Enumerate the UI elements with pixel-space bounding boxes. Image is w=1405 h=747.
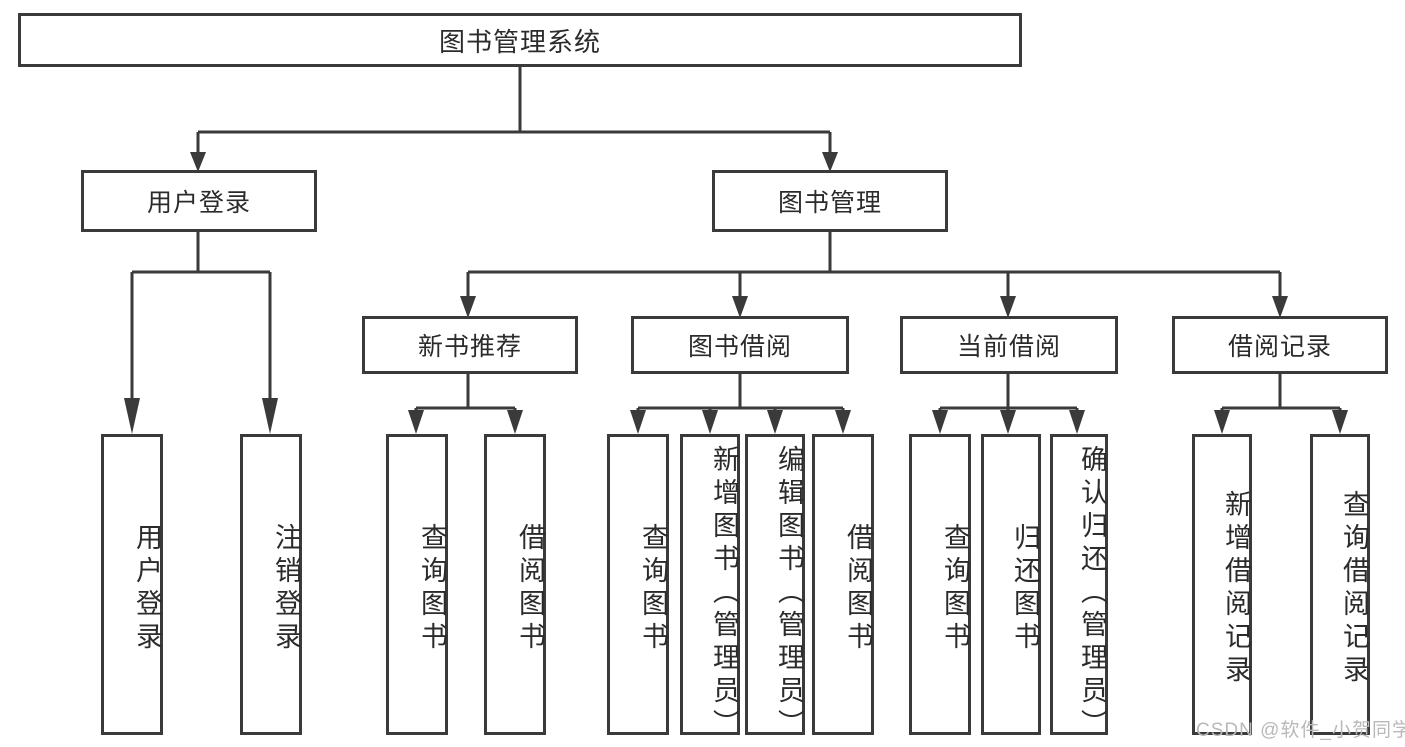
node-label: 当前借阅 [956, 333, 1061, 361]
node-new-book-recommend[interactable]: 新书推荐 [362, 316, 578, 374]
leaf-borrow-query-book[interactable]: 查询图书 [607, 434, 669, 735]
node-label: 归还图书 [1010, 522, 1040, 655]
leaf-records-query-record[interactable]: 查询借阅记录 [1310, 434, 1370, 735]
node-label: 用户登录 [132, 522, 162, 655]
node-label: 编辑图书（管理员） [774, 445, 804, 742]
node-current-borrow[interactable]: 当前借阅 [900, 316, 1118, 374]
node-label: 图书借阅 [687, 333, 792, 361]
leaf-current-return-book[interactable]: 归还图书 [981, 434, 1041, 735]
leaf-current-query-book[interactable]: 查询图书 [909, 434, 971, 735]
node-label: 图书管理系统 [438, 26, 601, 57]
leaf-user-login-logout[interactable]: 注销登录 [240, 434, 302, 735]
node-root-book-management-system[interactable]: 图书管理系统 [18, 13, 1022, 67]
leaf-records-add-record[interactable]: 新增借阅记录 [1192, 434, 1252, 735]
node-label: 查询借阅记录 [1339, 489, 1369, 688]
node-label: 用户登录 [146, 189, 251, 217]
leaf-borrow-add-book-admin[interactable]: 新增图书（管理员） [680, 434, 740, 742]
node-label: 查询图书 [638, 522, 668, 655]
node-book-borrow[interactable]: 图书借阅 [631, 316, 849, 374]
leaf-borrow-borrow-book[interactable]: 借阅图书 [812, 434, 874, 735]
leaf-borrow-edit-book-admin[interactable]: 编辑图书（管理员） [745, 434, 805, 742]
node-label: 查询图书 [417, 522, 447, 655]
node-label: 确认归还（管理员） [1077, 445, 1107, 742]
node-label: 新增图书（管理员） [709, 445, 739, 742]
leaf-recommend-borrow-book[interactable]: 借阅图书 [484, 434, 546, 735]
node-book-management[interactable]: 图书管理 [712, 170, 948, 232]
node-borrow-records[interactable]: 借阅记录 [1172, 316, 1388, 374]
node-label: 注销登录 [271, 522, 301, 655]
node-label: 借阅记录 [1227, 333, 1332, 361]
node-user-login[interactable]: 用户登录 [81, 170, 317, 232]
leaf-current-confirm-return-admin[interactable]: 确认归还（管理员） [1050, 434, 1108, 742]
node-label: 借阅图书 [515, 522, 545, 655]
node-label: 借阅图书 [843, 522, 873, 655]
leaf-recommend-query-book[interactable]: 查询图书 [386, 434, 448, 735]
node-label: 图书管理 [777, 189, 882, 217]
node-label: 新书推荐 [417, 333, 522, 361]
leaf-user-login-login[interactable]: 用户登录 [101, 434, 163, 735]
node-label: 查询图书 [940, 522, 970, 655]
node-label: 新增借阅记录 [1221, 489, 1251, 688]
